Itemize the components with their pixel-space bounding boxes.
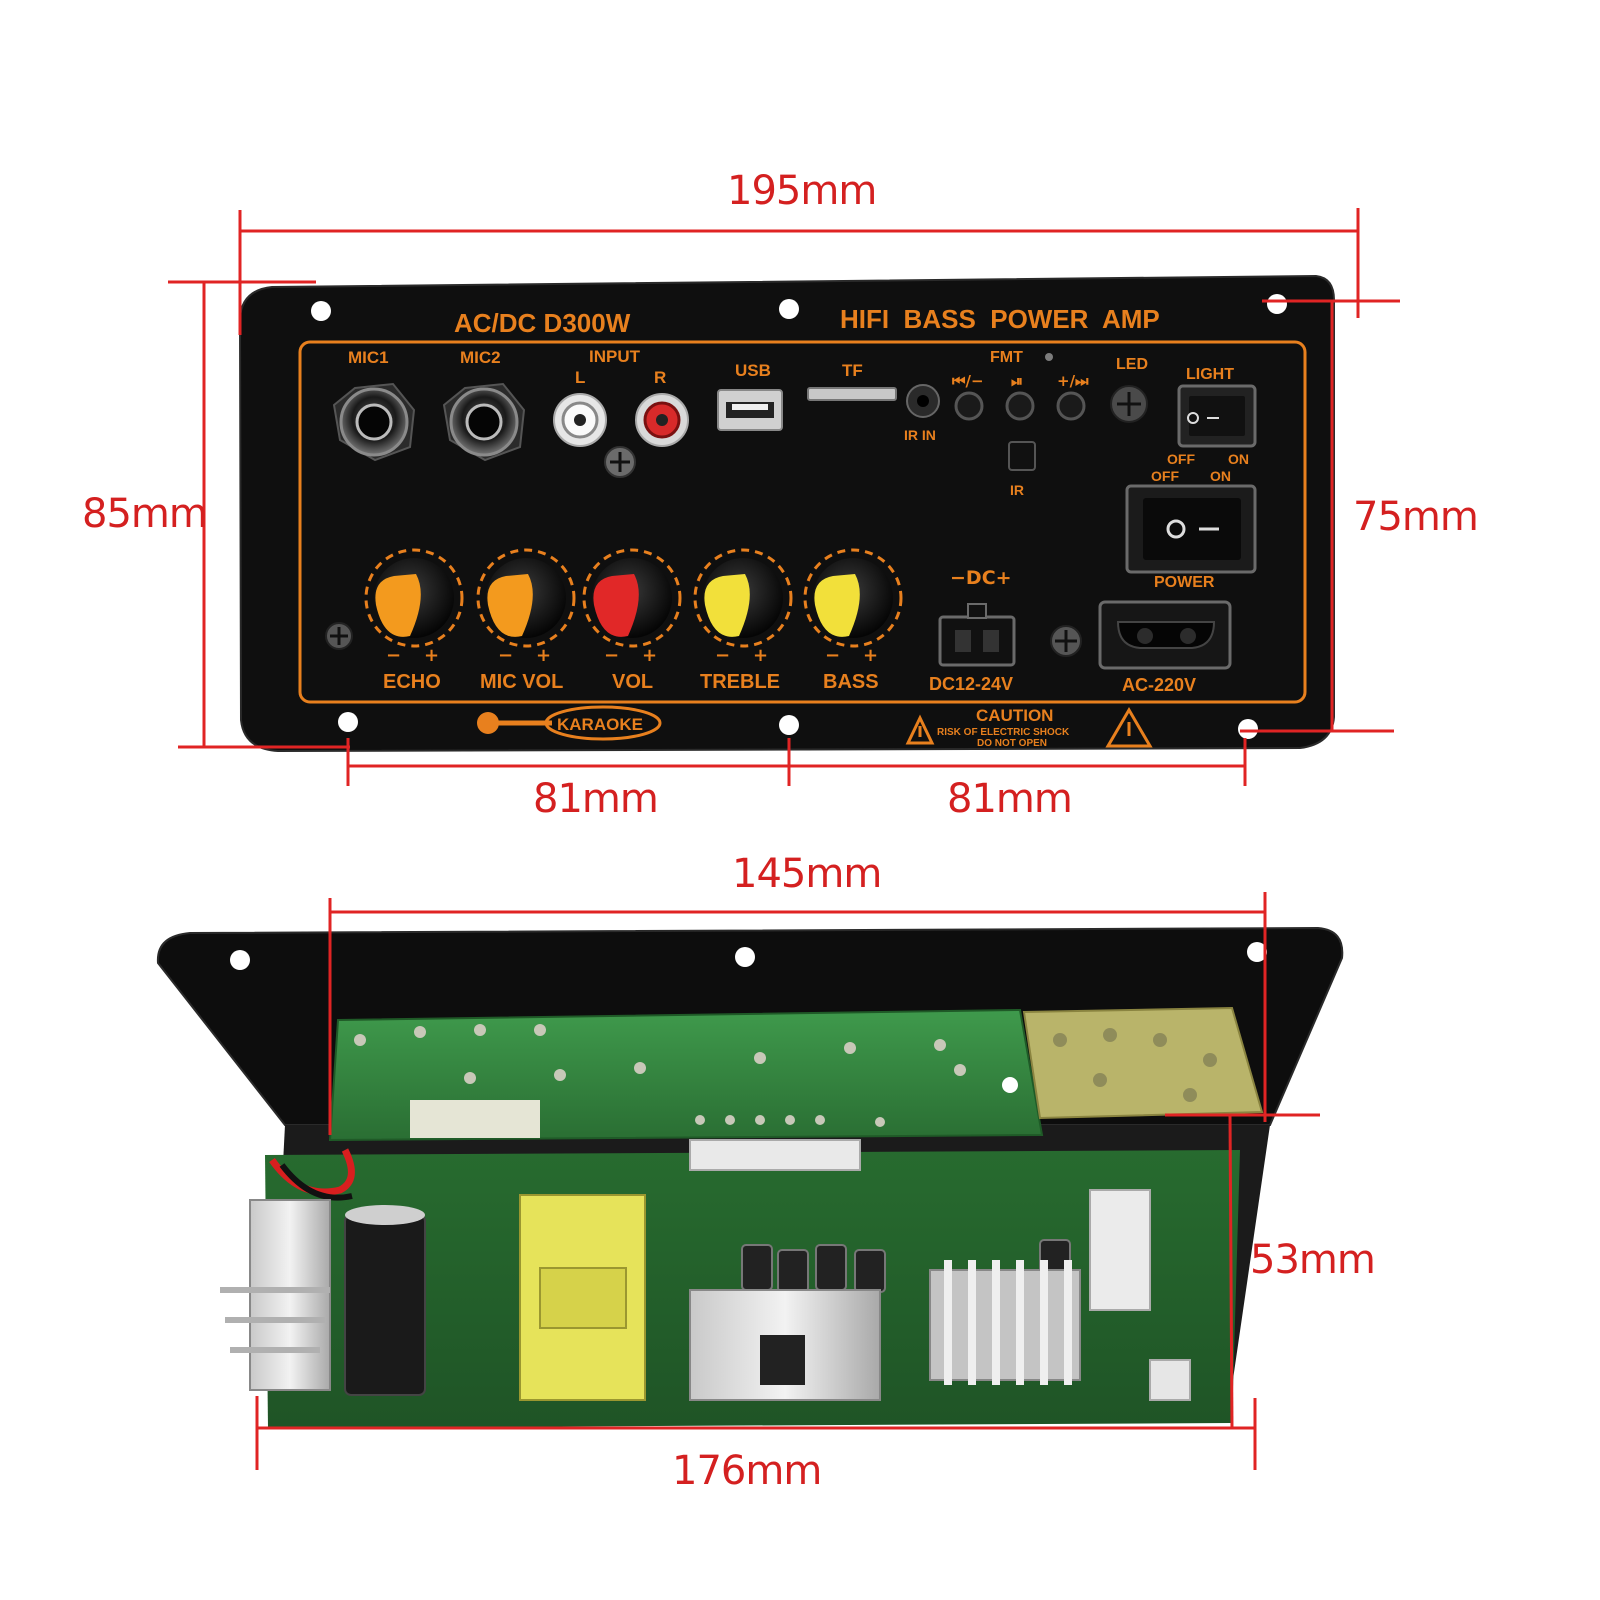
dc-range-label: DC12-24V [929, 674, 1013, 694]
rca-right-jack[interactable] [635, 393, 689, 447]
dimension-hole-right-label: 81mm [947, 776, 1073, 822]
bass-label: BASS [823, 671, 879, 693]
power-on-label: ON [1210, 468, 1231, 484]
play-button[interactable] [1005, 391, 1035, 421]
power-off-label: OFF [1151, 468, 1179, 484]
heatsink-center [689, 1289, 881, 1401]
dimension-hole-left-label: 81mm [533, 776, 659, 822]
light-off-label: OFF [1167, 451, 1195, 467]
mic-vol-plus-label: + [536, 645, 551, 666]
dimension-lines [168, 208, 1400, 1470]
caution-line2: DO NOT OPEN [977, 738, 1047, 749]
dimension-width-label: 195mm [727, 168, 877, 214]
mic1-label: MIC1 [348, 348, 389, 367]
treble-label: TREBLE [700, 671, 780, 693]
vol-plus-label: + [642, 645, 657, 666]
light-pcb-pads [1053, 1028, 1217, 1102]
echo-knob[interactable] [364, 548, 464, 648]
light-pcb [1022, 1006, 1264, 1120]
heatsink-left [220, 1199, 331, 1391]
warning-icon [1105, 707, 1153, 748]
capacitor-large [344, 1205, 426, 1396]
tf-label: TF [842, 361, 863, 380]
karaoke-label: KARAOKE [557, 715, 643, 734]
power-label: POWER [1154, 574, 1215, 591]
treble-knob[interactable] [693, 548, 793, 648]
ac-power-socket[interactable] [1098, 600, 1232, 670]
play-label: ⏯ [1011, 372, 1023, 390]
solder-pads [354, 1024, 966, 1127]
ac-range-label: AC-220V [1122, 675, 1196, 695]
dimension-inner-height-label: 75mm [1353, 494, 1479, 540]
dimension-rear-length-label: 176mm [672, 1448, 822, 1494]
pcb-label-sticker [410, 1100, 540, 1138]
fmt-label: FMT [990, 349, 1023, 366]
mic-vol-knob[interactable] [476, 548, 576, 648]
dc-power-connector[interactable] [938, 603, 1016, 667]
screw-icon [1050, 625, 1082, 657]
rca-left-jack[interactable] [553, 393, 607, 447]
connector-block [1089, 1189, 1151, 1311]
mounting-holes [311, 294, 1287, 739]
pcb-hole [1002, 1077, 1018, 1093]
input-r-label: R [654, 368, 666, 387]
connector-strip [689, 1139, 861, 1171]
light-switch[interactable] [1177, 384, 1257, 448]
echo-plus-label: + [424, 645, 439, 666]
mic2-jack[interactable] [442, 382, 526, 462]
caution-line1: RISK OF ELECTRIC SHOCK [937, 727, 1070, 738]
mic1-jack[interactable] [332, 382, 416, 462]
slogan-label: HIFI BASS POWER AMP [840, 304, 1160, 334]
mic2-label: MIC2 [460, 348, 501, 367]
echo-minus-label: − [386, 645, 401, 666]
bass-minus-label: − [825, 645, 840, 666]
heatsink-right [929, 1260, 1081, 1385]
input-l-label: L [575, 368, 585, 387]
ir-in-jack[interactable] [906, 384, 940, 418]
echo-label: ECHO [383, 671, 441, 693]
screw-icon [604, 446, 636, 478]
input-label: INPUT [589, 347, 641, 366]
connector-small [1149, 1359, 1191, 1401]
prev-button[interactable] [954, 391, 984, 421]
ir-receiver [1008, 441, 1036, 471]
vol-minus-label: − [604, 645, 619, 666]
led-indicator [1110, 385, 1148, 423]
next-button[interactable] [1056, 391, 1086, 421]
treble-minus-label: − [715, 645, 730, 666]
light-label: LIGHT [1186, 366, 1234, 383]
dimension-depth-label: 53mm [1250, 1237, 1376, 1283]
ir-label: IR [1010, 482, 1024, 498]
mic-vol-label: MIC VOL [480, 671, 563, 693]
power-switch[interactable] [1125, 484, 1257, 574]
prev-label: ⏮/− [952, 372, 984, 390]
fmt-led-icon [1045, 353, 1053, 361]
panel-frame [298, 340, 1307, 704]
ir-in-label: IR IN [904, 427, 936, 443]
dimension-rear-width-label: 145mm [732, 851, 882, 897]
led-label: LED [1116, 356, 1148, 373]
next-label: +/⏭ [1057, 372, 1089, 390]
transformer [519, 1194, 646, 1401]
rear-mounting-holes [230, 942, 1267, 970]
model-label: AC/DC D300W [454, 308, 631, 338]
mic-vol-minus-label: − [498, 645, 513, 666]
bass-plus-label: + [863, 645, 878, 666]
treble-plus-label: + [753, 645, 768, 666]
karaoke-mic-icon [477, 705, 662, 741]
vol-knob[interactable] [582, 548, 682, 648]
usb-label: USB [735, 361, 771, 380]
dc-polarity-label: −DC+ [950, 567, 1012, 589]
warning-icon [905, 714, 935, 745]
usb-port[interactable] [717, 389, 783, 431]
vol-label: VOL [612, 671, 653, 693]
screw-icon [325, 622, 353, 650]
dimension-height-label: 85mm [82, 491, 208, 537]
bass-knob[interactable] [803, 548, 903, 648]
light-on-label: ON [1228, 451, 1249, 467]
caution-label: CAUTION [976, 706, 1053, 725]
tf-card-slot[interactable] [807, 387, 897, 401]
